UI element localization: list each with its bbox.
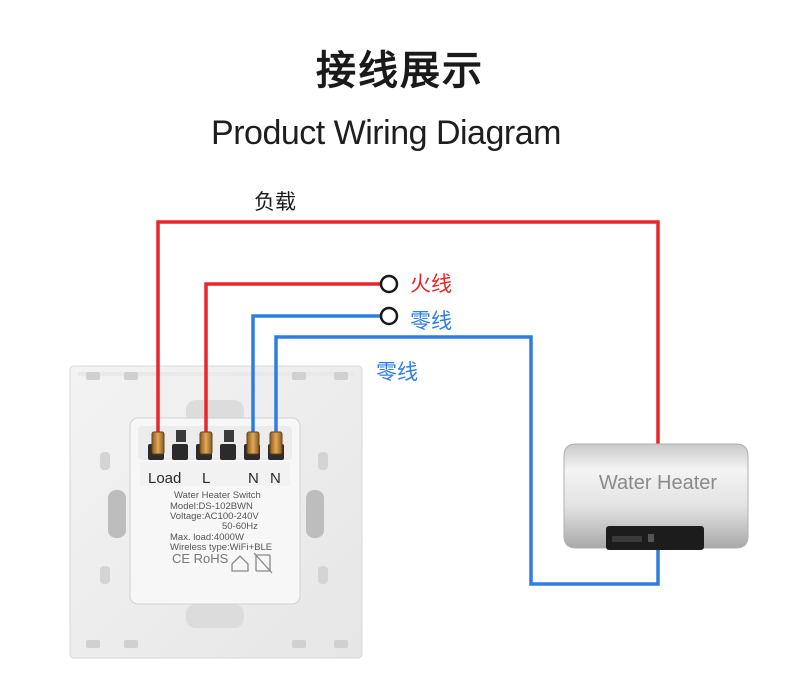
title-chinese: 接线展示	[316, 48, 484, 94]
panel-clip	[124, 640, 138, 648]
neutral-wire-source	[251, 314, 382, 446]
label-load: 负载	[254, 190, 296, 214]
title-english: Product Wiring Diagram	[211, 114, 561, 152]
load-wire	[156, 220, 660, 446]
recycle-icon	[253, 552, 273, 574]
panel-clip	[86, 640, 100, 648]
spec-model: Model:DS-102BWN	[170, 501, 253, 512]
label-live: 火线	[410, 272, 452, 296]
live-wire	[204, 282, 382, 446]
panel-clip	[292, 372, 306, 380]
water-heater	[563, 443, 749, 550]
spec-max-load: Max. load:4000W	[170, 532, 244, 543]
heater-control-panel	[606, 526, 704, 550]
terminal-screws	[151, 431, 283, 455]
label-neutral-source: 零线	[410, 309, 452, 333]
terminal-label-n2: N	[270, 470, 281, 487]
heater-label: Water Heater	[598, 472, 718, 494]
spec-frequency: 50-60Hz	[222, 521, 258, 532]
neutral-wire-heater	[274, 335, 660, 586]
spec-voltage: Voltage:AC100-240V	[170, 511, 259, 522]
panel-clip	[86, 372, 100, 380]
panel-clip	[292, 640, 306, 648]
panel-clip	[334, 640, 348, 648]
live-source-terminal	[379, 274, 399, 294]
terminal-label-l: L	[202, 470, 211, 487]
house-icon	[231, 555, 249, 572]
certification-marks: CE RoHS	[172, 551, 229, 566]
neutral-source-terminal	[379, 306, 399, 326]
spec-wireless: Wireless type:WiFi+BLE	[170, 542, 273, 553]
panel-clip	[124, 372, 138, 380]
panel-clip	[334, 372, 348, 380]
spec-title: Water Heater Switch	[174, 490, 261, 501]
terminal-label-n1: N	[248, 470, 259, 487]
label-neutral-heater: 零线	[376, 360, 418, 384]
terminal-label-load: Load	[148, 470, 182, 487]
